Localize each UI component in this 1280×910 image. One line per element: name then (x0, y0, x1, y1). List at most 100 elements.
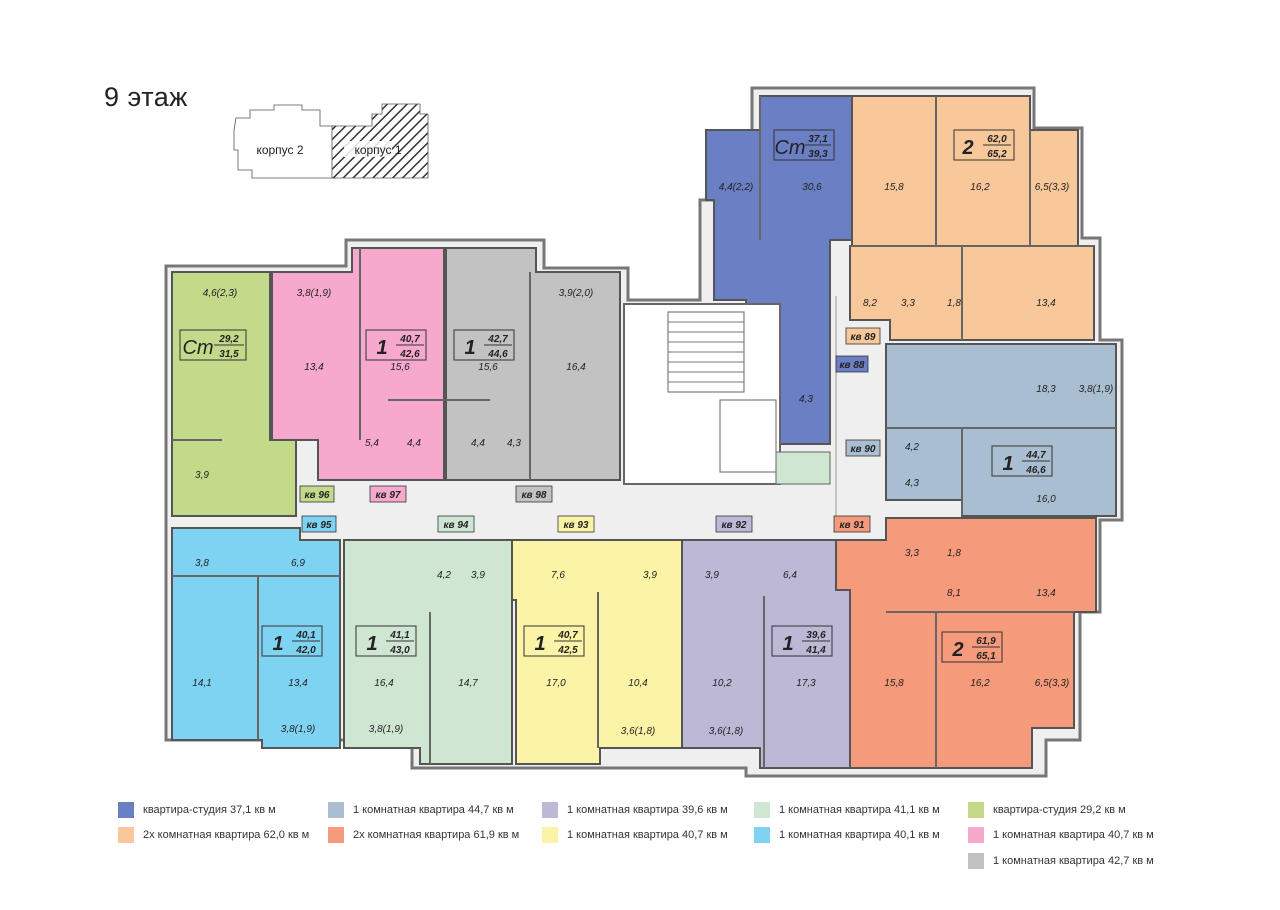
building-2-label: корпус 2 (256, 143, 303, 157)
apartment-94[interactable] (343, 539, 513, 765)
apartment-type: 1 (376, 337, 387, 359)
apartment-type: Ст (182, 337, 213, 359)
legend-swatch (328, 802, 344, 818)
room-area: 3,9 (195, 470, 209, 481)
badge-90: 1 44,7 46,6 (991, 445, 1053, 477)
room-area: 4,4(2,2) (719, 182, 753, 193)
room-area: 3,8 (195, 558, 209, 569)
room-area: 1,8 (947, 298, 961, 309)
apartment-type: 1 (464, 337, 475, 359)
tag-98: кв 98 (515, 485, 553, 503)
apartment-90[interactable] (885, 343, 1117, 517)
room-area: 8,2 (863, 298, 877, 309)
room-area: 10,4 (628, 678, 648, 689)
badge-97: 1 40,7 42,6 (365, 329, 427, 361)
apartment-number: кв 93 (563, 520, 588, 531)
tag-95: кв 95 (301, 515, 337, 533)
room-area: 7,6 (551, 570, 565, 581)
area-living: 62,0 (987, 134, 1007, 145)
apartment-type: 1 (1002, 453, 1013, 475)
apartment-type: 1 (272, 633, 283, 655)
stair-core (623, 296, 837, 520)
legend-item: 2х комнатная квартира 62,0 кв м (118, 827, 309, 843)
area-total: 31,5 (219, 349, 239, 360)
room-area: 16,2 (970, 182, 990, 193)
area-living: 39,6 (806, 630, 826, 641)
apartment-number: кв 97 (375, 490, 400, 501)
badge-98: 1 42,7 44,6 (453, 329, 515, 361)
legend-item: квартира-студия 29,2 кв м (968, 802, 1126, 818)
room-area: 17,3 (796, 678, 816, 689)
area-total: 42,5 (557, 645, 578, 656)
area-living: 40,1 (295, 630, 316, 641)
apartment-number: кв 98 (521, 490, 546, 501)
room-area: 3,6(1,8) (621, 726, 655, 737)
apartment-95[interactable] (171, 527, 341, 749)
badge-94: 1 41,1 43,0 (355, 625, 417, 657)
room-area: 3,3 (905, 548, 919, 559)
badge-92: 1 39,6 41,4 (771, 625, 833, 657)
area-living: 41,1 (389, 630, 410, 641)
apartment-type: 1 (366, 633, 377, 655)
room-area: 16,0 (1036, 494, 1056, 505)
legend-item: 1 комнатная квартира 40,7 кв м (542, 827, 728, 843)
room-area: 13,4 (304, 362, 324, 373)
room-area: 1,8 (947, 548, 961, 559)
legend-item: 1 комнатная квартира 39,6 кв м (542, 802, 728, 818)
area-living: 40,7 (557, 630, 578, 641)
legend-swatch (968, 802, 984, 818)
room-area: 6,5(3,3) (1035, 678, 1069, 689)
legend-item: квартира-студия 37,1 кв м (118, 802, 276, 818)
room-area: 15,6 (478, 362, 498, 373)
room-area: 16,4 (374, 678, 394, 689)
room-area: 13,4 (1036, 298, 1056, 309)
area-total: 42,0 (295, 645, 316, 656)
apartment-type: 2 (961, 137, 973, 159)
apartment-98[interactable] (445, 247, 621, 481)
room-area: 10,2 (712, 678, 732, 689)
area-total: 44,6 (487, 349, 508, 360)
area-living: 37,1 (808, 134, 828, 145)
floor-plan: 4,4(2,2) 30,6 4,3 15,8 16,2 6,5(3,3) 8,2… (164, 86, 1124, 778)
legend-swatch (754, 827, 770, 843)
building-2-outline (233, 104, 337, 179)
area-living: 42,7 (487, 334, 508, 345)
apartment-97[interactable] (271, 247, 445, 481)
badge-96: Ст 29,2 31,5 (179, 329, 247, 361)
legend-swatch (328, 827, 344, 843)
apartment-type: Ст (774, 137, 805, 159)
building-1-label: корпус 1 (354, 143, 401, 157)
room-area: 4,3 (799, 394, 813, 405)
key-plan: корпус 2 корпус 1 (233, 103, 429, 179)
tag-88: кв 88 (835, 355, 869, 373)
apartment-number: кв 96 (304, 490, 329, 501)
legend: квартира-студия 37,1 кв м 1 комнатная кв… (118, 800, 1198, 872)
badge-89: 2 62,0 65,2 (953, 129, 1015, 161)
room-area: 14,7 (458, 678, 478, 689)
tag-93: кв 93 (557, 515, 595, 533)
room-area: 4,2 (437, 570, 451, 581)
room-area: 3,3 (901, 298, 915, 309)
legend-swatch (968, 827, 984, 843)
room-area: 3,8(1,9) (297, 288, 331, 299)
room-area: 13,4 (1036, 588, 1056, 599)
legend-swatch (542, 827, 558, 843)
area-total: 42,6 (399, 349, 420, 360)
area-total: 43,0 (389, 645, 410, 656)
tag-92: кв 92 (715, 515, 753, 533)
tag-90: кв 90 (845, 439, 881, 457)
area-living: 40,7 (399, 334, 420, 345)
room-area: 6,4 (783, 570, 797, 581)
area-total: 46,6 (1025, 465, 1046, 476)
legend-item: 1 комнатная квартира 44,7 кв м (328, 802, 514, 818)
room-area: 3,6(1,8) (709, 726, 743, 737)
room-area: 15,8 (884, 678, 904, 689)
apartment-number-tags: кв 88 кв 89 кв 90 кв 91 кв 92 кв 93 кв 9… (299, 327, 881, 533)
room-labels: 4,4(2,2) 30,6 4,3 15,8 16,2 6,5(3,3) 8,2… (192, 182, 1113, 737)
apartment-number: кв 94 (443, 520, 468, 531)
legend-swatch (118, 802, 134, 818)
apartment-type: 1 (782, 633, 793, 655)
room-area: 18,3 (1036, 384, 1056, 395)
room-area: 3,9 (705, 570, 719, 581)
apartment-92[interactable] (681, 539, 851, 769)
